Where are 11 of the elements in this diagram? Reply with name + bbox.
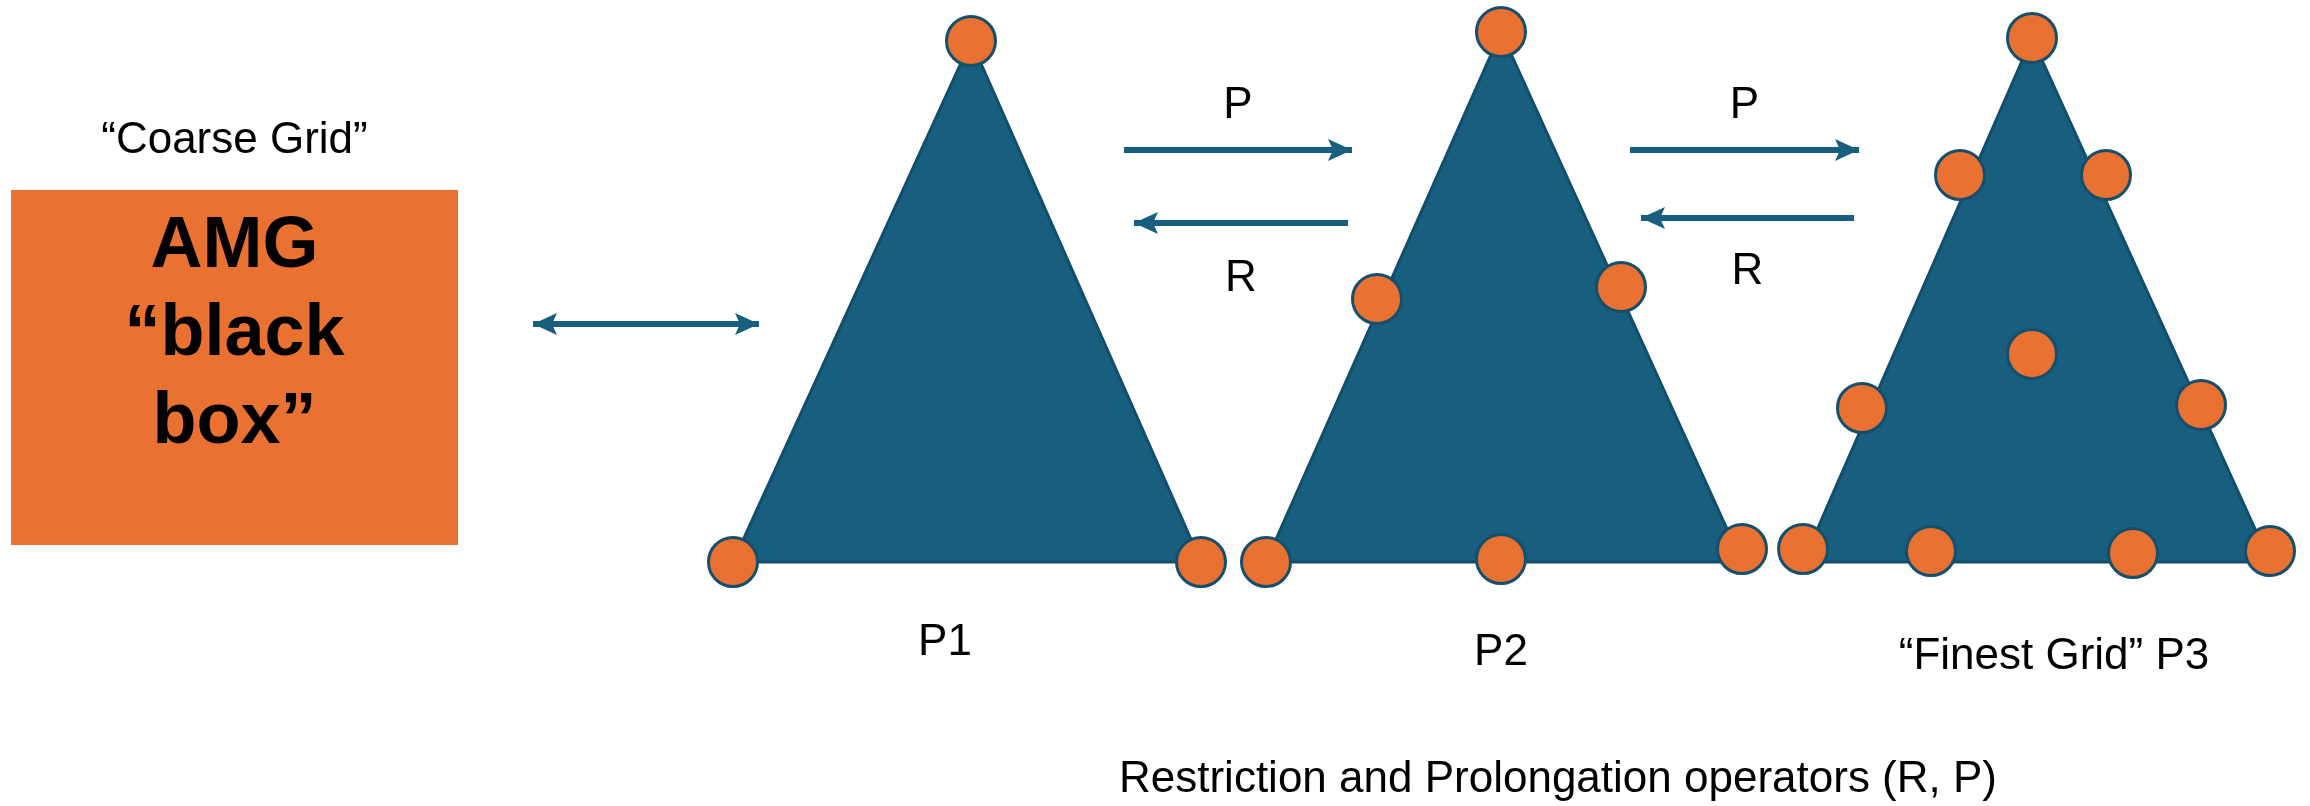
grid-label: “Finest Grid” P3 <box>1897 628 2211 680</box>
grid-label: “Coarse Grid” <box>100 112 369 164</box>
arrow <box>533 313 759 335</box>
grid-label: P1 <box>917 614 973 666</box>
arrow <box>1630 139 1859 161</box>
arrow <box>1124 139 1352 161</box>
solver-box: AMG “black box” <box>11 190 458 545</box>
arrow <box>1134 212 1348 234</box>
grid-label: P2 <box>1473 624 1529 676</box>
arrow <box>1641 207 1854 229</box>
caption: Restriction and Prolongation operators (R, P) <box>1118 751 1998 803</box>
